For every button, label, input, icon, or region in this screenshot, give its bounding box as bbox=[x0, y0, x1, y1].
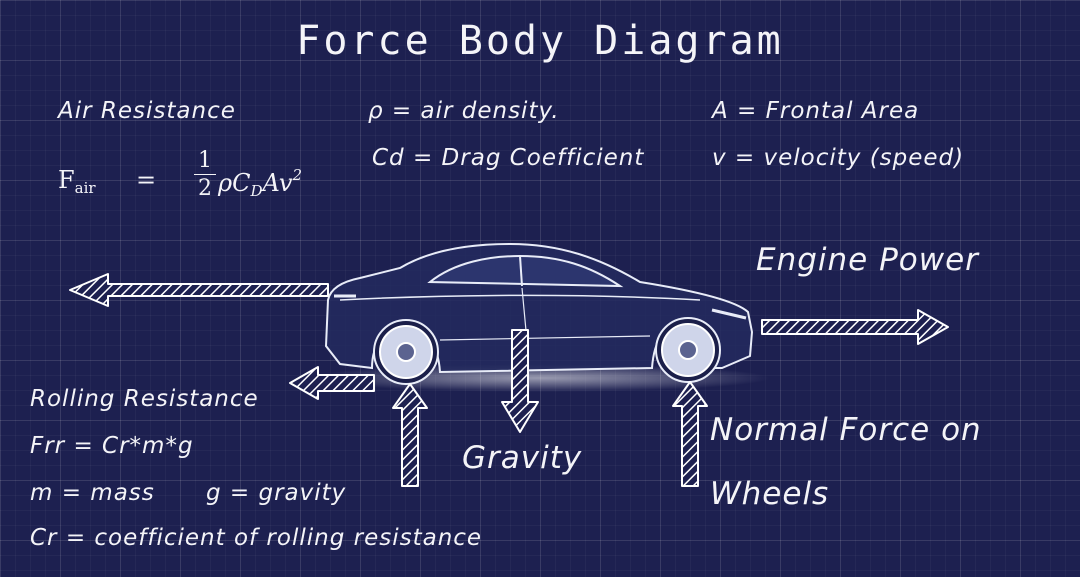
engine-power-arrow bbox=[761, 309, 949, 345]
air-formula-av: Av bbox=[262, 169, 293, 197]
legend-velocity: v = velocity (speed) bbox=[712, 145, 965, 171]
normal-force-label-line2: Wheels bbox=[710, 476, 830, 512]
car-beltline bbox=[339, 294, 701, 301]
legend-drag-coefficient: Cd = Drag Coefficient bbox=[372, 145, 645, 171]
normal-force-label-line1: Normal Force on bbox=[710, 412, 982, 448]
rolling-coefficient-definition: Cr = coefficient of rolling resistance bbox=[30, 525, 483, 551]
rolling-gravity-definition: g = gravity bbox=[206, 480, 347, 506]
air-resistance-arrow bbox=[69, 273, 329, 307]
air-formula-exponent: 2 bbox=[292, 166, 302, 184]
page-title: Force Body Diagram bbox=[296, 18, 784, 64]
rear-wheel-hub bbox=[396, 342, 416, 362]
engine-power-label: Engine Power bbox=[756, 242, 979, 278]
rolling-resistance-formula: Frr = Cr*m*g bbox=[30, 433, 194, 459]
air-formula-denominator: 2 bbox=[198, 176, 212, 201]
legend-frontal-area: A = Frontal Area bbox=[712, 98, 920, 124]
air-formula-d-subscript: D bbox=[250, 182, 263, 200]
air-force-subscript: air bbox=[74, 179, 96, 197]
gravity-label: Gravity bbox=[462, 440, 583, 476]
car-b-pillar bbox=[519, 255, 523, 287]
normal-force-arrow-rear bbox=[392, 383, 428, 487]
air-formula-rhs: ρCDAv2 bbox=[218, 166, 302, 200]
air-force-symbol: Fair bbox=[58, 166, 96, 197]
air-formula-numerator: 1 bbox=[194, 148, 216, 175]
legend-rho: ρ = air density. bbox=[368, 98, 560, 124]
gravity-arrow bbox=[501, 329, 539, 433]
rolling-resistance-arrow bbox=[289, 366, 375, 400]
air-force-letter: F bbox=[58, 166, 75, 194]
rolling-resistance-heading: Rolling Resistance bbox=[30, 386, 259, 412]
air-formula-equals: = bbox=[136, 166, 157, 194]
front-wheel-hub bbox=[678, 340, 698, 360]
air-formula-fraction: 1 2 bbox=[194, 148, 216, 203]
car-headlight bbox=[711, 308, 747, 320]
normal-force-arrow-front bbox=[672, 381, 708, 487]
car-illustration bbox=[324, 242, 754, 385]
car-side-crease bbox=[439, 335, 651, 341]
rolling-mass-definition: m = mass bbox=[30, 480, 155, 506]
air-formula-rho-c: ρC bbox=[218, 169, 251, 197]
air-resistance-heading: Air Resistance bbox=[58, 98, 236, 124]
